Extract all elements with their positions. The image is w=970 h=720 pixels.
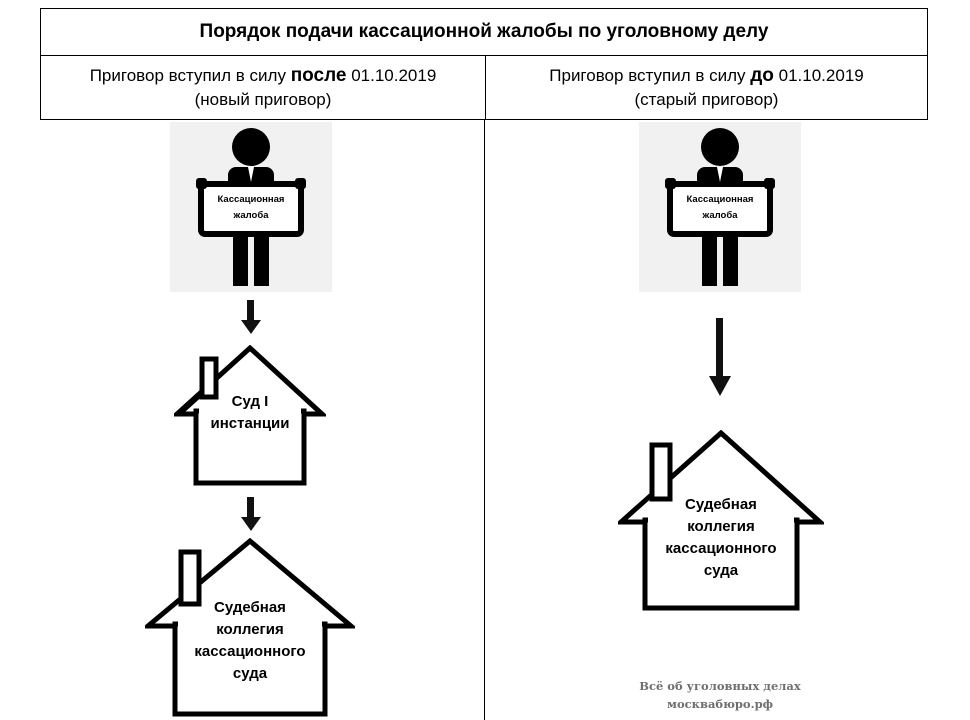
left-cassation-court-label: Судебная коллегия кассационного суда xyxy=(194,599,306,682)
right-cassation-court-label: Судебная коллегия кассационного суда xyxy=(665,496,777,579)
diagram-title: Порядок подачи кассационной жалобы по уг… xyxy=(41,9,927,56)
column-divider xyxy=(484,120,485,720)
left-court-first-instance-label: Суд I инстанции xyxy=(210,393,290,432)
header-right-line1: Приговор вступил в силу до 01.10.2019 xyxy=(549,65,864,86)
left-arrow-down-2 xyxy=(241,497,261,531)
header-left-line1: Приговор вступил в силу после 01.10.2019 xyxy=(89,65,437,86)
right-house-cassation xyxy=(618,430,824,611)
left-arrow-down-1 xyxy=(241,300,261,334)
watermark: Всё об уголовных делах москвабюро.рф xyxy=(639,679,801,711)
left-house-cassation xyxy=(145,538,355,717)
header-right-line2: (старый приговор) xyxy=(634,90,779,109)
left-person-icon xyxy=(196,128,306,286)
right-person-icon xyxy=(665,128,775,286)
right-arrow-down xyxy=(709,318,731,396)
right-person-sign-label: Кассационная жалоба xyxy=(686,194,754,221)
left-person-sign-label: Кассационная жалоба xyxy=(217,194,285,221)
left-house-first-instance xyxy=(174,345,326,486)
header-left-column: Приговор вступил в силу после 01.10.2019… xyxy=(41,56,486,120)
header-left-line2: (новый приговор) xyxy=(194,90,332,109)
header-table: Порядок подачи кассационной жалобы по уг… xyxy=(40,8,928,120)
header-right-column: Приговор вступил в силу до 01.10.2019 (с… xyxy=(486,56,927,120)
